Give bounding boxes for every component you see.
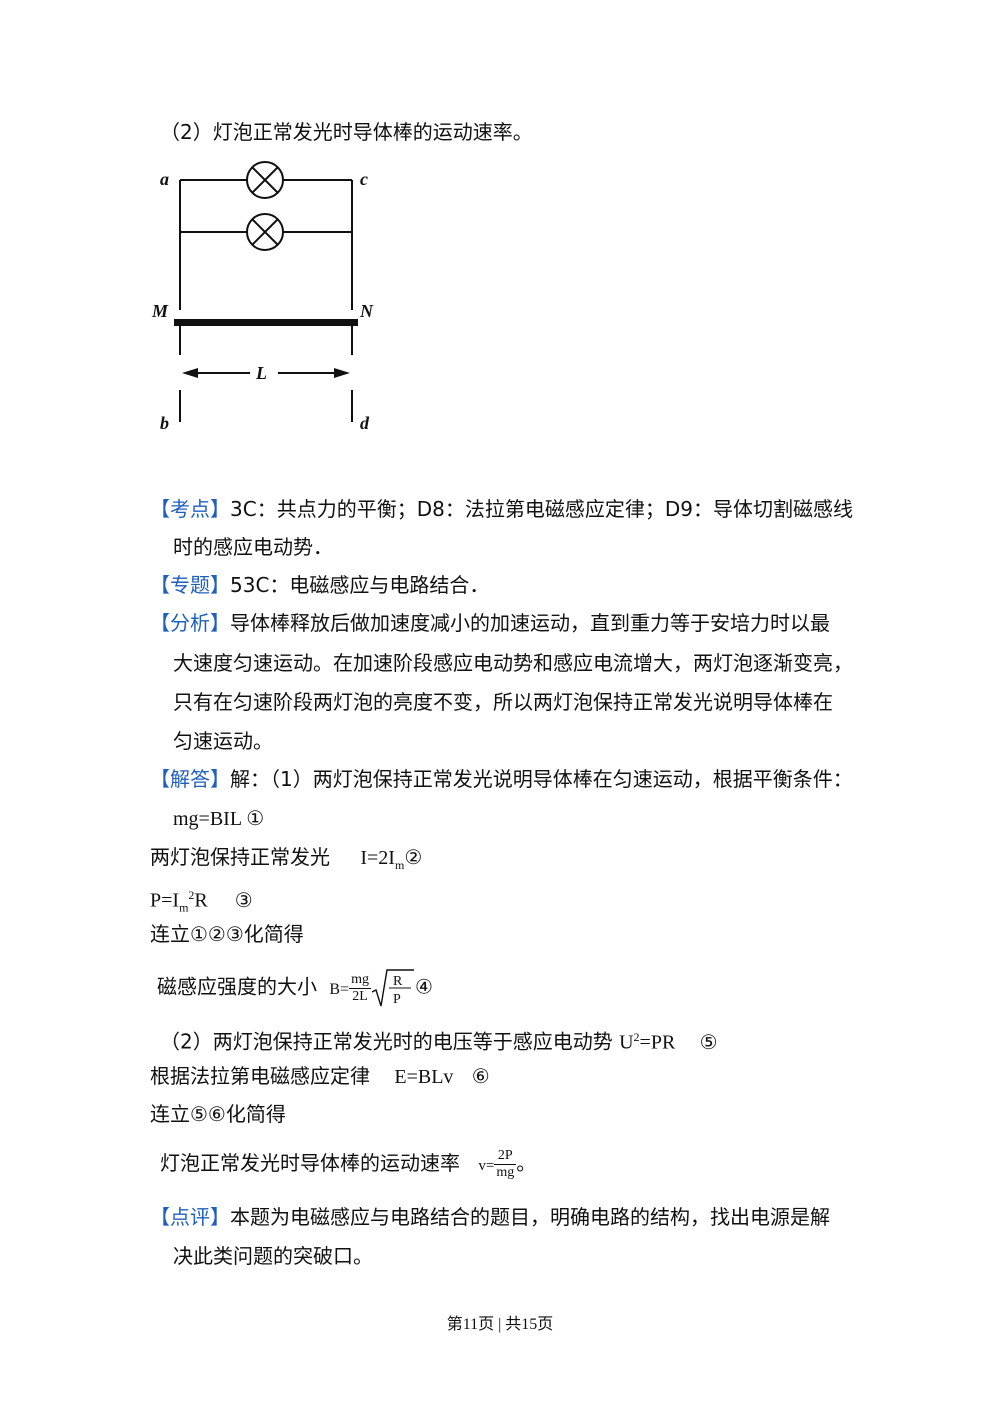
label-c: c: [360, 169, 368, 189]
eq3-sup: 2: [188, 888, 195, 902]
arrow-left-icon: [182, 368, 198, 378]
label-d: d: [360, 413, 370, 433]
jieda-line3-text: 两灯泡保持正常发光: [150, 845, 330, 869]
line8-eq: E=BLv: [394, 1066, 454, 1088]
line7-eq-a: U: [619, 1031, 634, 1054]
dianping-text1: 本题为电磁感应与电路结合的题目，明确电路的结构，找出电源是解: [230, 1205, 830, 1229]
jieda-line3: 两灯泡保持正常发光 I=2Im②: [150, 843, 422, 879]
lamp-icon-bottom: [246, 213, 284, 251]
fenxi-text3: 只有在匀速阶段两灯泡的亮度不变，所以两灯泡保持正常发光说明导体棒在: [173, 690, 833, 714]
line8-text: 根据法拉第电磁感应定律: [150, 1064, 370, 1088]
lamp-icon-top: [246, 161, 284, 199]
v-end: 。: [516, 1151, 537, 1175]
line6-text: 磁感应强度的大小: [157, 974, 317, 999]
fenxi-line1: 【分析】导体棒释放后做加速度减小的加速运动，直到重力等于安培力时以最: [150, 609, 830, 637]
line7-text: （2）两灯泡保持正常发光时的电压等于感应电动势: [160, 1029, 613, 1054]
v-num: 2P: [494, 1148, 517, 1165]
kaodian-text2: 时的感应电动势．: [173, 535, 333, 559]
B-root-den: P: [393, 992, 401, 1007]
dianping-text2: 决此类问题的突破口。: [173, 1244, 373, 1268]
jieda-tag: 【解答】: [150, 767, 230, 791]
line7-eq-b: =PR: [639, 1031, 676, 1054]
fenxi-tag: 【分析】: [150, 611, 230, 635]
eq2-main: I=2I: [360, 847, 395, 869]
jieda-eq1: mg=BIL ①: [173, 808, 265, 830]
jieda-eq3: P=Im2R ③: [150, 881, 253, 922]
conductor-rod: [174, 319, 358, 326]
fenxi-text2: 大速度匀速运动。在加速阶段感应电动势和感应电流增大，两灯泡逐渐变亮，: [173, 651, 853, 675]
B-mark: ④: [414, 974, 433, 999]
zhuanti-text: 53C：电磁感应与电路结合．: [230, 573, 490, 597]
B-den: 2L: [352, 988, 368, 1004]
label-L: L: [255, 363, 267, 383]
jieda-line1: 【解答】解：（1）两灯泡保持正常发光说明导体棒在匀速运动，根据平衡条件：: [150, 765, 853, 793]
dianping-line1: 【点评】本题为电磁感应与电路结合的题目，明确电路的结构，找出电源是解: [150, 1203, 830, 1231]
eq2-sub: m: [394, 858, 405, 872]
jieda-text1: 解：（1）两灯泡保持正常发光说明导体棒在匀速运动，根据平衡条件：: [230, 767, 853, 791]
fenxi-text4: 匀速运动。: [173, 729, 273, 753]
zhuanti-tag: 【专题】: [150, 573, 230, 597]
sqrt-icon: R P: [371, 968, 415, 1008]
page-footer: 第11页 | 共15页: [446, 1316, 554, 1333]
arrow-right-icon: [334, 368, 350, 378]
jieda-line9: 连立⑤⑥化简得: [150, 1102, 286, 1126]
v-eq: v=: [478, 1158, 495, 1174]
line7-eq-sup: 2: [633, 1030, 640, 1044]
jieda-line5: 连立①②③化简得: [150, 922, 304, 946]
eq3-mark: ③: [234, 889, 253, 912]
label-b: b: [160, 413, 169, 433]
eq3-a: P=I: [150, 889, 180, 912]
label-N: N: [359, 301, 374, 321]
eq2-mark: ②: [404, 845, 423, 869]
line10-text: 灯泡正常发光时导体棒的运动速率: [160, 1151, 460, 1175]
B-eq: B=: [329, 980, 350, 998]
dianping-tag: 【点评】: [150, 1205, 230, 1229]
circuit-figure: a c M N L b d: [151, 161, 374, 433]
label-M: M: [151, 301, 169, 321]
kaodian-text1: 3C：共点力的平衡；D8：法拉第电磁感应定律；D9：导体切割磁感线: [230, 497, 853, 521]
zhuanti-line: 【专题】53C：电磁感应与电路结合．: [150, 571, 489, 599]
jieda-line8: 根据法拉第电磁感应定律 E=BLv ⑥: [150, 1062, 490, 1091]
eq3-sub: m: [179, 900, 189, 915]
line8-mark: ⑥: [471, 1064, 490, 1088]
line7-mark: ⑤: [699, 1029, 718, 1054]
kaodian-line1: 【考点】3C：共点力的平衡；D8：法拉第电磁感应定律；D9：导体切割磁感线: [150, 495, 853, 523]
v-den: mg: [496, 1165, 515, 1180]
B-root-num: R: [393, 974, 403, 989]
eq3-b: R: [194, 889, 208, 912]
fenxi-text1: 导体棒释放后做加速度减小的加速运动，直到重力等于安培力时以最: [230, 611, 830, 635]
B-num: mg: [349, 971, 371, 989]
question-part2: （2）灯泡正常发光时导体棒的运动速率。: [160, 120, 533, 144]
jieda-line7: （2）两灯泡保持正常发光时的电压等于感应电动势 U2=PR ⑤: [160, 1023, 718, 1057]
kaodian-tag: 【考点】: [150, 497, 230, 521]
label-a: a: [160, 169, 169, 189]
